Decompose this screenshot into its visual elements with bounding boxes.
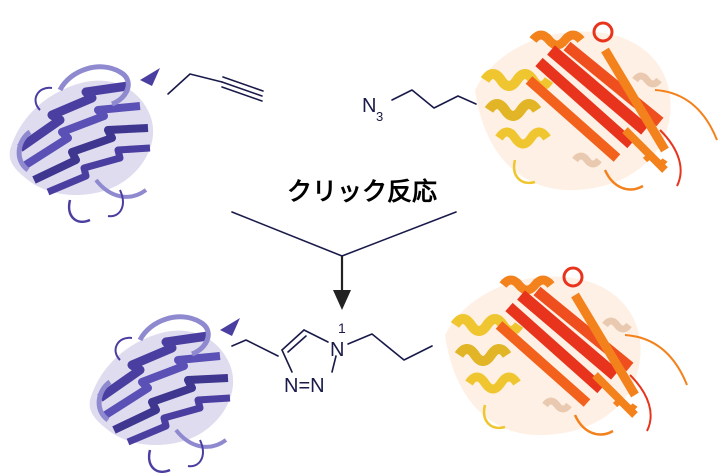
triazole-bond-c4-n3 <box>281 349 293 373</box>
protein-b-bottom-icon <box>445 268 687 435</box>
triazole-bond-c4-c5 <box>281 329 305 351</box>
triazole-n1-atom: N <box>330 339 344 361</box>
converging-lines <box>231 211 457 257</box>
down-arrow-icon <box>333 290 351 310</box>
product-left-linker <box>231 339 279 357</box>
alkyne-linker <box>167 73 223 95</box>
product-right-linker <box>347 333 433 361</box>
alkyne-triple-bond-1 <box>221 81 263 97</box>
triazole-n1-locant: 1 <box>338 320 346 336</box>
reaction-label: クリック反応 <box>287 177 437 206</box>
triazole-double-c4-c5 <box>287 335 307 353</box>
triazole-n2-n3: N=N <box>284 375 325 397</box>
protein-a-top-icon <box>10 67 160 222</box>
azide-linker <box>391 89 477 109</box>
protein-a-bottom-icon <box>90 317 240 472</box>
triazole-bond-n1-n2 <box>331 355 337 373</box>
azide-symbol: N <box>362 95 376 117</box>
protein-b-top-icon <box>475 23 717 190</box>
alkyne-triple-bond-3 <box>222 76 264 92</box>
azide-subscript: 3 <box>376 109 383 124</box>
alkyne-triple-bond-2 <box>221 86 263 102</box>
triazole-bond-c5-n1 <box>303 329 329 343</box>
